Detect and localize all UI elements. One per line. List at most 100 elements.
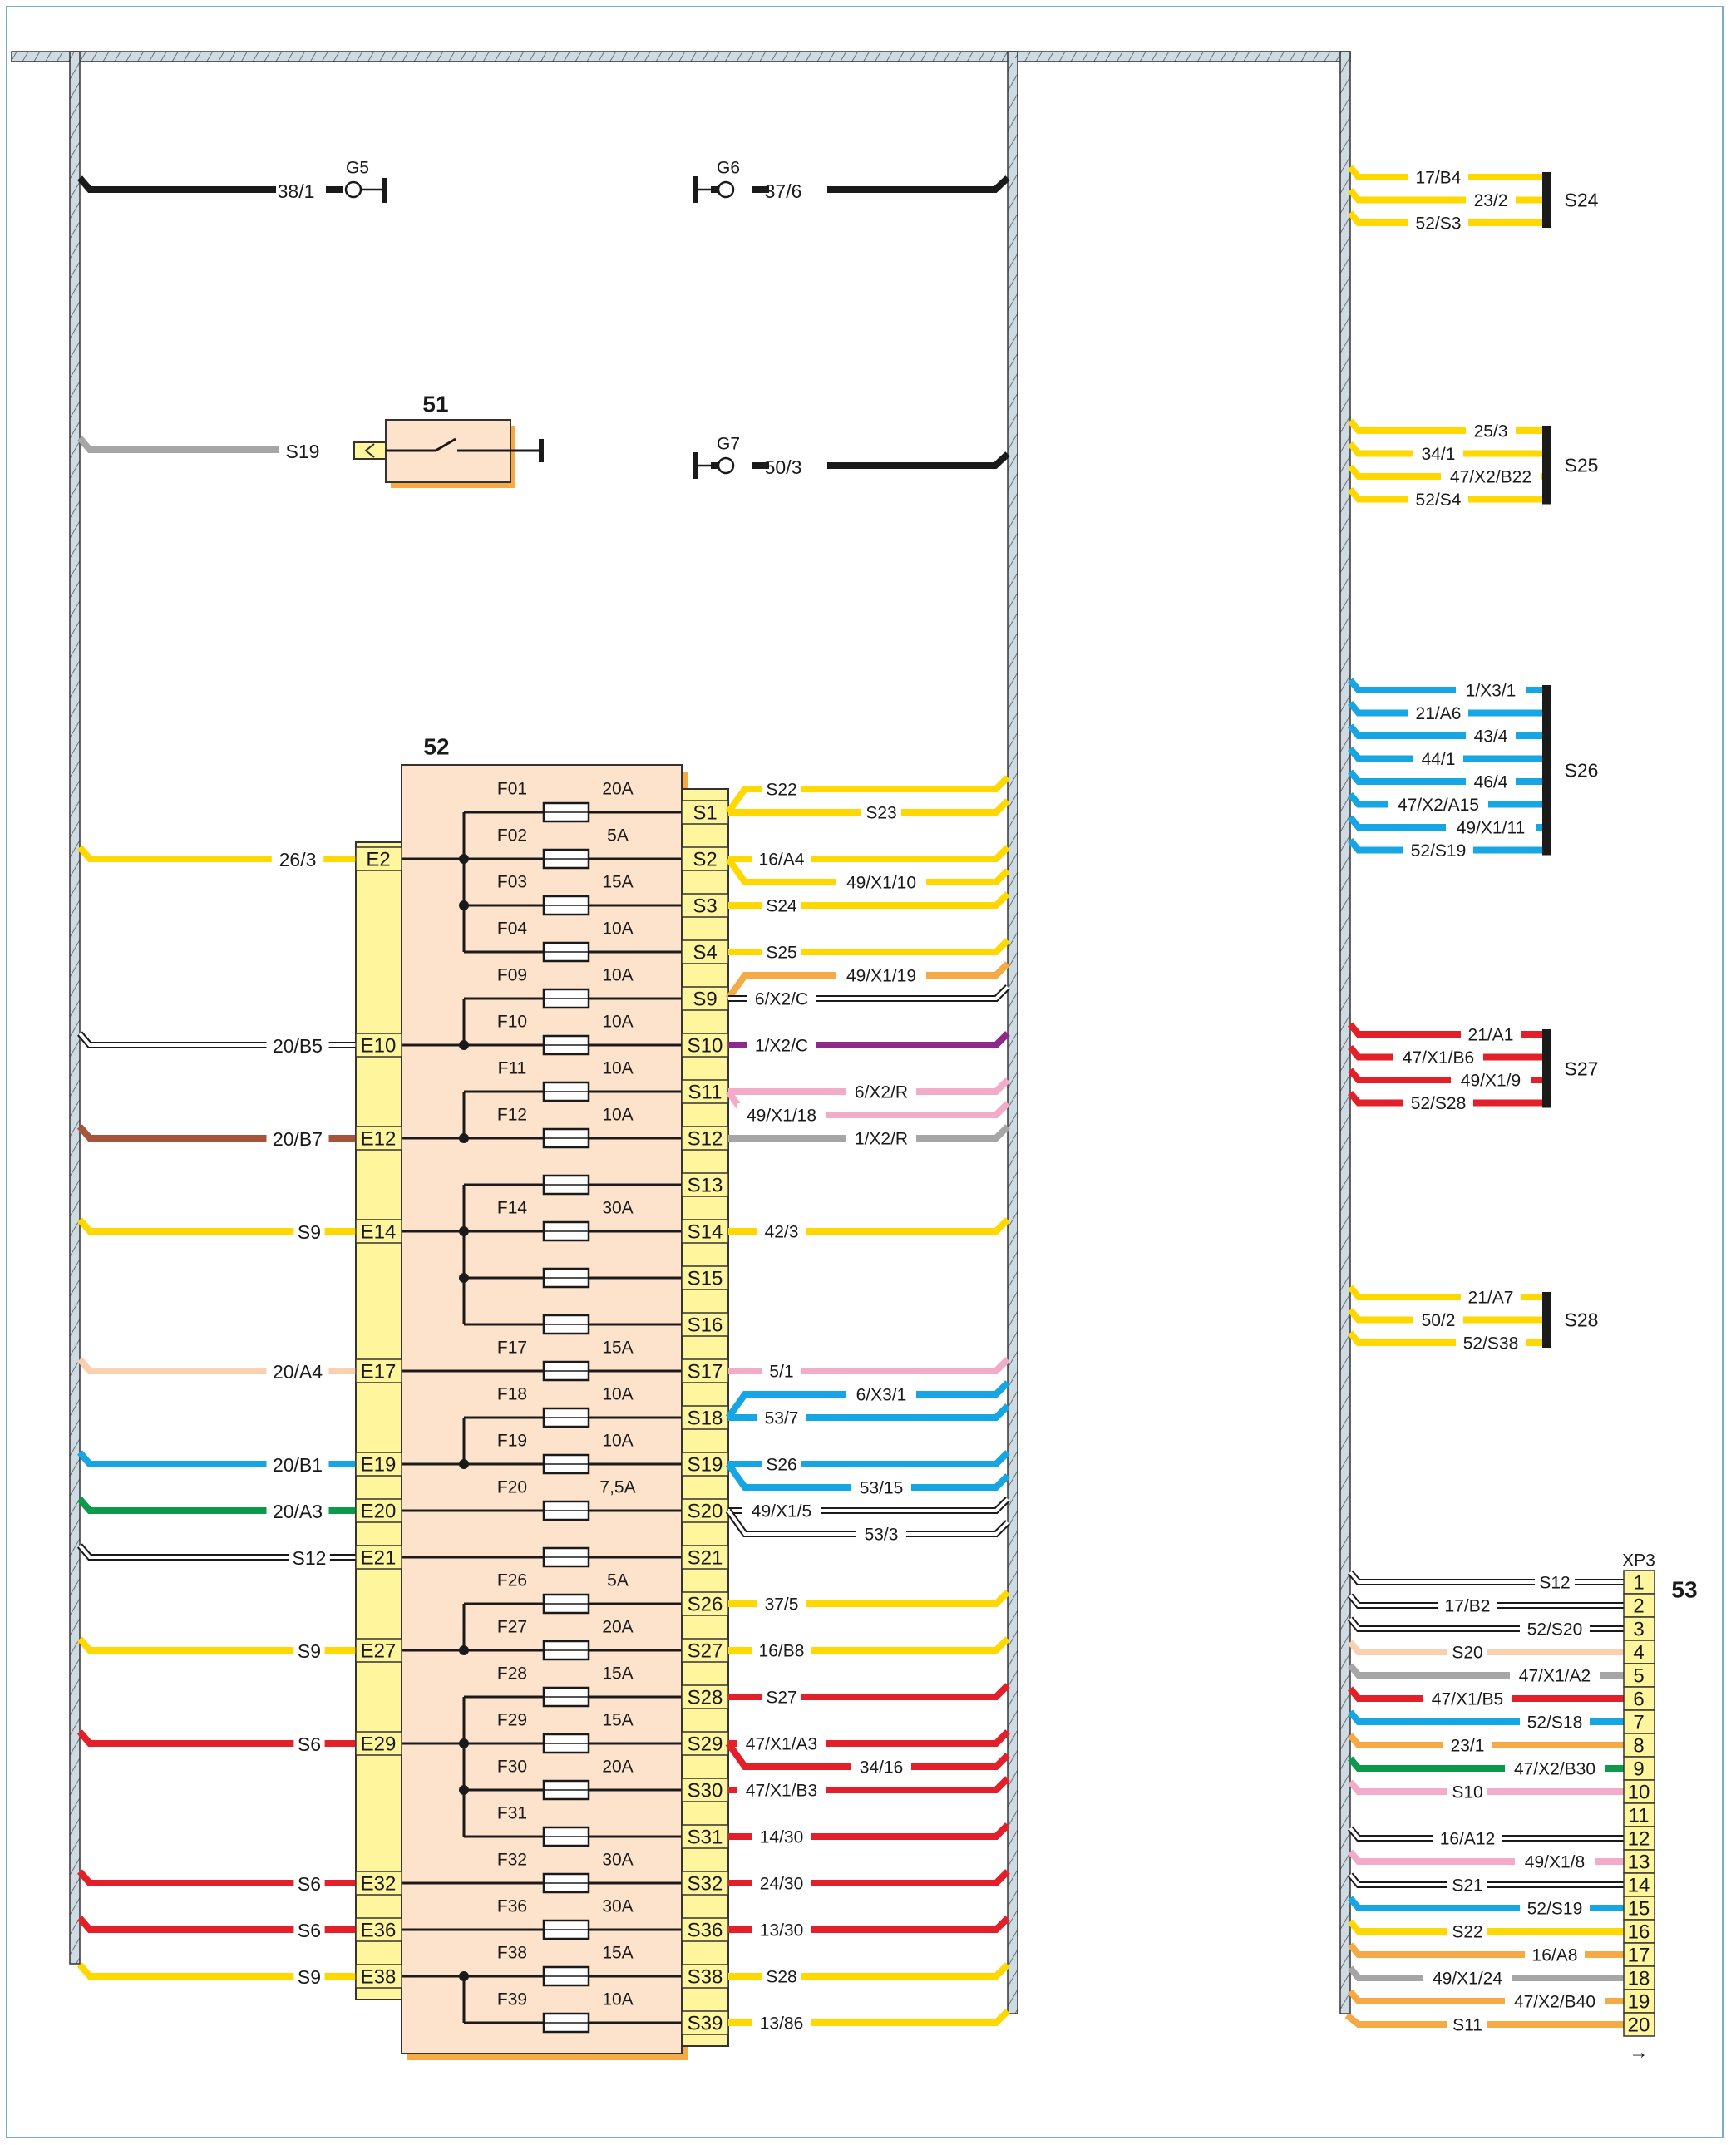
- splice-id-label: S24: [1565, 190, 1599, 211]
- output-pin-label: S18: [688, 1408, 723, 1430]
- harness-left: [69, 51, 81, 1965]
- xp3-wire-label: 16/A8: [1532, 1946, 1578, 1965]
- input-wire: [76, 845, 356, 870]
- xp3-wire: [1347, 1989, 1624, 2013]
- wiring-harness: [11, 51, 1351, 2014]
- wire-stroke: [725, 775, 1010, 815]
- output-wire-label: 53/15: [860, 1479, 904, 1498]
- xp3-wire: [1347, 1593, 1624, 1617]
- label-gap: [1393, 1045, 1483, 1069]
- ground-wire-label: 37/6: [765, 180, 802, 202]
- splice-bar: [1542, 685, 1551, 856]
- fuse-id: F03: [497, 873, 527, 892]
- output-pin-label: S31: [688, 1827, 723, 1849]
- label-gap: [293, 1220, 325, 1243]
- output-wire: [728, 891, 1010, 917]
- output-pin-cell: [681, 1498, 729, 1523]
- output-wire-label: S28: [766, 1968, 796, 1987]
- splice-s26: 1/X3/121/A643/444/146/447/X2/A1549/X1/11…: [1347, 678, 1598, 862]
- output-pin-cell: [681, 1033, 729, 1058]
- xp3-pin-cell: [1623, 1965, 1655, 1990]
- wire-stroke: [1347, 165, 1544, 180]
- input-wire-label: 20/A3: [273, 1501, 323, 1522]
- output-pin-label: S39: [688, 2013, 723, 2035]
- label-gap: [762, 777, 801, 801]
- output-wire-label: 49/X1/18: [747, 1107, 816, 1126]
- splice-id-label: S28: [1565, 1309, 1599, 1331]
- fuse-rating: 20A: [602, 1618, 633, 1637]
- label-gap: [1461, 1023, 1521, 1046]
- xp3-pin-cell: [1623, 1896, 1655, 1921]
- label-gap: [1447, 1640, 1487, 1664]
- output-pin-label: S30: [688, 1780, 723, 1802]
- splice-wire: [1347, 210, 1544, 234]
- wire-stroke: [728, 1962, 1010, 1980]
- connector-number: 53: [1671, 1577, 1697, 1603]
- wire-stroke: [76, 845, 356, 862]
- label-gap: [1423, 1687, 1512, 1710]
- label-gap: [293, 1871, 325, 1895]
- joint-middle: [1009, 58, 1017, 63]
- wire-core: [1349, 1827, 1624, 1840]
- output-wire-label: 47/X1/A3: [746, 1735, 817, 1754]
- splice-bar: [1542, 172, 1551, 228]
- xp3-wire: [1347, 1733, 1624, 1757]
- output-wire-label: 14/30: [760, 1828, 804, 1847]
- ground-g5: 38/1G5: [76, 159, 387, 203]
- output-wire: [725, 1089, 1010, 1127]
- output-pin-label: S14: [688, 1221, 723, 1244]
- input-pin-cell: [355, 1917, 402, 1942]
- splice-groups: 17/B423/252/S3S2425/334/147/X2/B2252/S4S…: [1347, 165, 1599, 1354]
- output-wire: [728, 1403, 1010, 1429]
- fusebox-output: 16/A4: [728, 845, 1010, 870]
- input-wire-label: S6: [298, 1733, 321, 1755]
- label-gap: [757, 1592, 806, 1615]
- output-wire-label: 47/X1/B3: [746, 1782, 817, 1801]
- splice-wire-label: 44/1: [1422, 750, 1456, 769]
- fuse-rating: 10A: [602, 966, 633, 985]
- wire-core: [1349, 1873, 1624, 1886]
- wire-stroke: [76, 1729, 356, 1747]
- fuse-rating: 30A: [602, 1897, 633, 1916]
- label-gap: [1535, 1571, 1575, 1594]
- output-wire-label: 6/X2/C: [755, 990, 808, 1009]
- fuse-id: F02: [497, 826, 527, 846]
- input-pin-cell: [355, 1452, 402, 1477]
- label-gap: [762, 1359, 801, 1383]
- output-pin-cell: [681, 986, 729, 1011]
- xp3-wire-label: 23/1: [1451, 1737, 1485, 1756]
- input-pin-cell: [355, 1498, 402, 1523]
- label-gap: [1466, 188, 1516, 212]
- label-gap: [851, 1476, 911, 1499]
- output-pin-label: S15: [688, 1268, 723, 1290]
- label-gap: [1403, 1091, 1473, 1115]
- output-wire-label: 49/X1/10: [846, 874, 916, 893]
- label-gap: [851, 1755, 911, 1778]
- output-pin-label: S21: [688, 1547, 723, 1570]
- splice-wire: [1347, 769, 1544, 793]
- input-pin-cell: [355, 1033, 402, 1058]
- fusebox-output: S26: [728, 1450, 1010, 1476]
- output-wire: [725, 856, 1010, 894]
- splice-wire: [1347, 464, 1544, 488]
- output-wire-label: 34/16: [860, 1758, 904, 1778]
- output-pin-label: S36: [688, 1920, 723, 1942]
- splice-wire: [1347, 418, 1544, 442]
- output-wire: [725, 775, 1010, 815]
- output-pin-cell: [681, 2010, 729, 2035]
- input-pin-label: E36: [361, 1920, 397, 1942]
- label-gap: [271, 847, 324, 870]
- label-gap: [289, 1546, 330, 1569]
- output-pin-cell: [681, 1917, 729, 1942]
- input-wire-label: S6: [298, 1873, 321, 1895]
- fusebox-output: S25: [728, 938, 1010, 964]
- xp3-pin-cell: [1623, 1640, 1655, 1664]
